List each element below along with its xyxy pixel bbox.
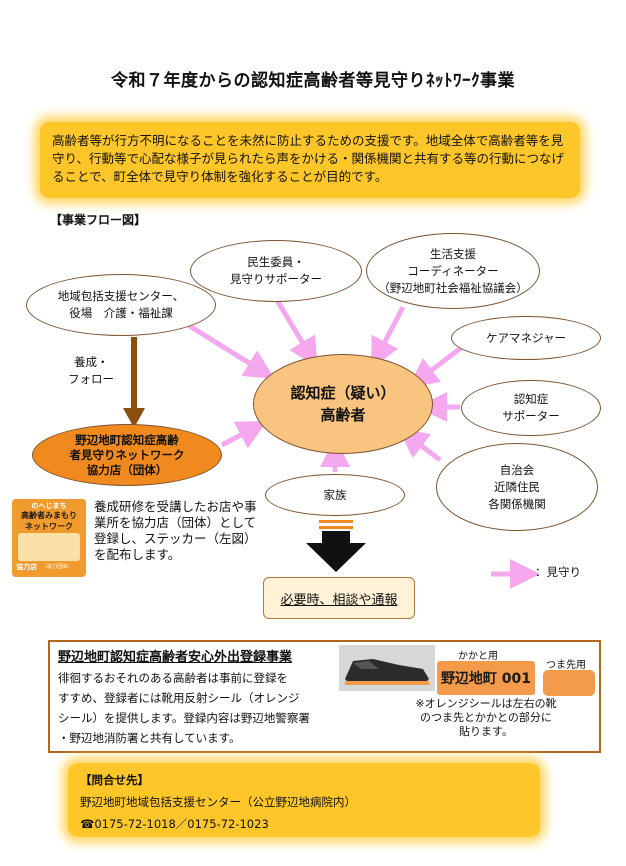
registration-title: 野辺地町認知症高齢者安心外出登録事業	[58, 650, 293, 665]
legend-label: ：見守り	[535, 565, 581, 579]
toe-label: つま先用	[546, 660, 586, 671]
registration-box	[48, 640, 601, 753]
sticker-note: ※オレンジシールは左右の靴 のつま先とかかとの部分に 貼ります。	[415, 697, 557, 738]
registration-body: 徘徊するおそれのある高齢者は事前に登録を すすめ、登録者には靴用反射シール（オレ…	[58, 671, 310, 745]
sticker-illustration	[18, 533, 80, 561]
node-care: ケアマネジャー	[451, 316, 601, 360]
contact-box: 【問合せ先】 野辺地町地域包括支援センター（公立野辺地病院内） ☎0175-72…	[68, 763, 540, 837]
page-title: 令和７年度からの認知症高齢者等見守りﾈｯﾄﾜｰｸ事業	[111, 71, 515, 91]
arrow-consult	[306, 520, 366, 572]
arrow-coop	[220, 420, 268, 449]
node-chiiki: 地域包括支援センター、役場 介護・福祉課	[26, 274, 216, 336]
node-kazoku: 家族	[265, 474, 405, 516]
cooperation-sticker: のへじまち 高齢者みまもりネットワーク 協力店 （協力団体）	[12, 499, 86, 577]
arrow-minsei	[272, 295, 318, 368]
coop-description: 養成研修を受講したお店や事業所を協力店（団体）として登録し、ステッカー（左図）を…	[94, 499, 257, 562]
intro-text: 高齢者等が行方不明になることを未然に防止するための支援です。地域全体で高齢者等を…	[40, 122, 580, 198]
node-jichi: 自治会近隣住民各関係機関	[436, 443, 598, 531]
yousei-label: 養成・ フォロー	[68, 355, 114, 386]
arrow-jichi	[398, 427, 442, 462]
node-supporter: 認知症サポーター	[461, 380, 601, 436]
toe-sticker	[543, 670, 595, 696]
node-center: 認知症（疑い）高齢者	[253, 354, 433, 454]
consult-box: 必要時、相談や通報	[263, 577, 415, 619]
shoe-photo	[339, 645, 435, 691]
contact-tel: ☎0175-72-1018／0175-72-1023	[80, 817, 269, 831]
contact-org: 野辺地町地域包括支援センター（公立野辺地病院内）	[80, 795, 356, 809]
heel-label: かかと用	[458, 651, 498, 662]
node-minsei: 民生委員・見守りサポーター	[190, 240, 362, 302]
node-seikatsu: 生活支援コーディネーター（野辺地町社会福祉協議会）	[366, 233, 540, 309]
arrow-yousei	[123, 337, 145, 428]
contact-head: 【問合せ先】	[80, 773, 149, 787]
node-coop: 野辺地町認知症高齢者見守りネットワーク協力店（団体）	[32, 424, 222, 486]
flow-label: 【事業フロー図】	[50, 213, 147, 227]
heel-sticker: 野辺地町 001	[437, 661, 535, 695]
arrow-seikatsu	[371, 305, 406, 369]
arrow-chiiki	[178, 317, 275, 379]
